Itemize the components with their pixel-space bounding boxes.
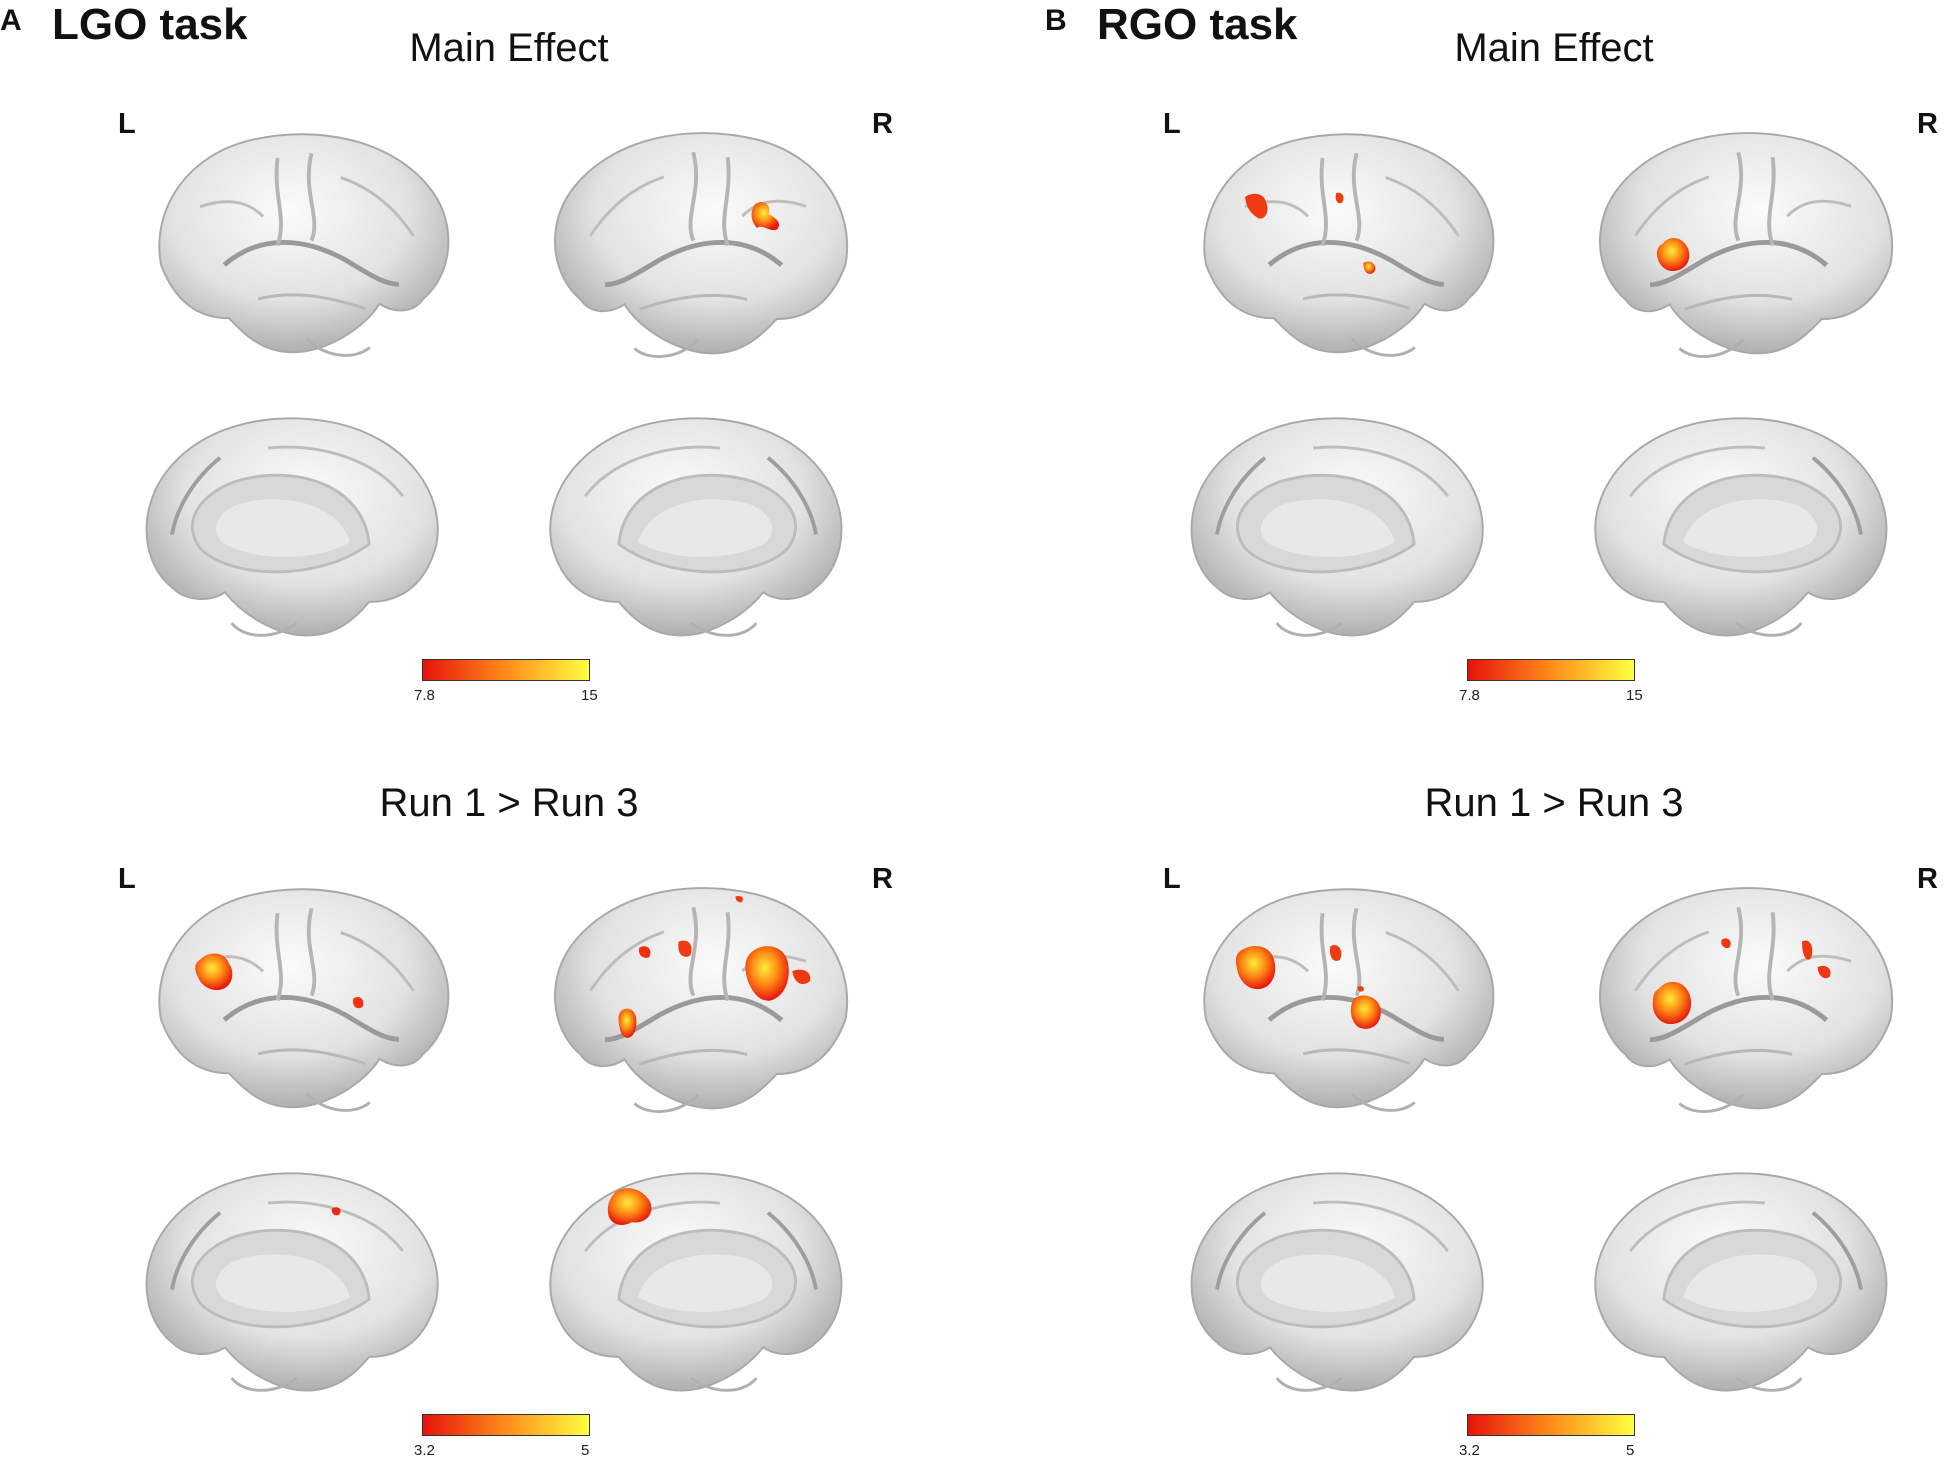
left-hemisphere-label: L bbox=[118, 863, 136, 895]
colorbar bbox=[422, 1414, 590, 1436]
panel-b-main-effect: Main Effect L R 7.8 15 bbox=[1045, 0, 1950, 704]
colorbar bbox=[422, 659, 590, 681]
right-hemisphere-label: R bbox=[1917, 108, 1938, 140]
brain-lateral-right bbox=[1573, 873, 1933, 1128]
brain-lateral-right bbox=[1573, 118, 1933, 373]
activation-blob bbox=[331, 1207, 341, 1216]
panel-b-letter: B bbox=[1045, 4, 1067, 37]
brain-medial-left bbox=[1177, 400, 1507, 650]
activation-blob bbox=[352, 997, 364, 1009]
brain-medial-right bbox=[1555, 400, 1917, 650]
brain-medial-left bbox=[1177, 1155, 1507, 1405]
section-title: Run 1 > Run 3 bbox=[1424, 781, 1684, 825]
left-hemisphere-label: L bbox=[1163, 108, 1181, 140]
brain-medial-left bbox=[132, 400, 462, 650]
activation-blob bbox=[751, 201, 780, 231]
activation-blob bbox=[1357, 986, 1364, 992]
activation-blob bbox=[1363, 261, 1376, 274]
colorbar-max-label: 5 bbox=[581, 1442, 590, 1459]
activation-blob bbox=[1244, 193, 1268, 219]
section-title: Main Effect bbox=[1454, 26, 1654, 70]
brain-lateral-left bbox=[132, 118, 462, 373]
activation-blob bbox=[607, 1188, 652, 1226]
brain-lateral-right bbox=[528, 873, 888, 1128]
activation-blob bbox=[1817, 965, 1831, 979]
activation-blob bbox=[1329, 945, 1342, 961]
colorbar-max-label: 15 bbox=[581, 687, 598, 704]
activation-blob bbox=[745, 946, 789, 1001]
panel-b-title: RGO task bbox=[1097, 0, 1298, 49]
panel-a-letter: A bbox=[0, 4, 22, 37]
left-hemisphere-label: L bbox=[1163, 863, 1181, 895]
activation-blob bbox=[1721, 938, 1731, 949]
panel-a-run-contrast: Run 1 > Run 3 L R 3.2 5 bbox=[0, 755, 975, 1459]
brain-lateral-left bbox=[1177, 118, 1507, 373]
section-title: Main Effect bbox=[409, 26, 609, 70]
panel-b-run-contrast: Run 1 > Run 3 L R 3.2 5 bbox=[1045, 755, 1950, 1459]
activation-blob bbox=[678, 940, 692, 957]
colorbar-min-label: 7.8 bbox=[1459, 687, 1480, 704]
colorbar-max-label: 5 bbox=[1626, 1442, 1635, 1459]
activation-blob bbox=[1235, 946, 1276, 990]
left-hemisphere-label: L bbox=[118, 108, 136, 140]
colorbar-min-label: 3.2 bbox=[414, 1442, 435, 1459]
right-hemisphere-label: R bbox=[872, 108, 893, 140]
right-hemisphere-label: R bbox=[872, 863, 893, 895]
activation-blob bbox=[735, 896, 743, 903]
colorbar-max-label: 15 bbox=[1626, 687, 1643, 704]
activation-blob bbox=[195, 953, 233, 991]
brain-lateral-right bbox=[528, 118, 888, 373]
activation-blob bbox=[1656, 237, 1690, 271]
activation-blob bbox=[792, 969, 811, 985]
panel-a: A LGO task Main Effect L R 7.8 15 Run 1 … bbox=[0, 0, 975, 1459]
brain-lateral-left bbox=[1177, 873, 1507, 1128]
activation-blob bbox=[638, 946, 651, 958]
brain-medial-right bbox=[1555, 1155, 1917, 1405]
panel-a-title: LGO task bbox=[52, 0, 248, 49]
activation-blob bbox=[618, 1008, 637, 1038]
colorbar-min-label: 3.2 bbox=[1459, 1442, 1480, 1459]
section-title: Run 1 > Run 3 bbox=[379, 781, 639, 825]
colorbar bbox=[1467, 1414, 1635, 1436]
right-hemisphere-label: R bbox=[1917, 863, 1938, 895]
colorbar-min-label: 7.8 bbox=[414, 687, 435, 704]
activation-blob bbox=[1652, 981, 1692, 1025]
panel-b: B RGO task Main Effect L R 7.8 15 Run 1 … bbox=[1045, 0, 1950, 1459]
activation-blob bbox=[1335, 192, 1344, 204]
brain-medial-right bbox=[510, 400, 872, 650]
activation-blob bbox=[1802, 940, 1813, 960]
colorbar bbox=[1467, 659, 1635, 681]
brain-medial-left bbox=[132, 1155, 462, 1405]
brain-medial-right bbox=[510, 1155, 872, 1405]
activation-blob bbox=[1350, 995, 1381, 1029]
panel-a-main-effect: Main Effect L R 7.8 15 bbox=[0, 0, 975, 704]
brain-lateral-left bbox=[132, 873, 462, 1128]
